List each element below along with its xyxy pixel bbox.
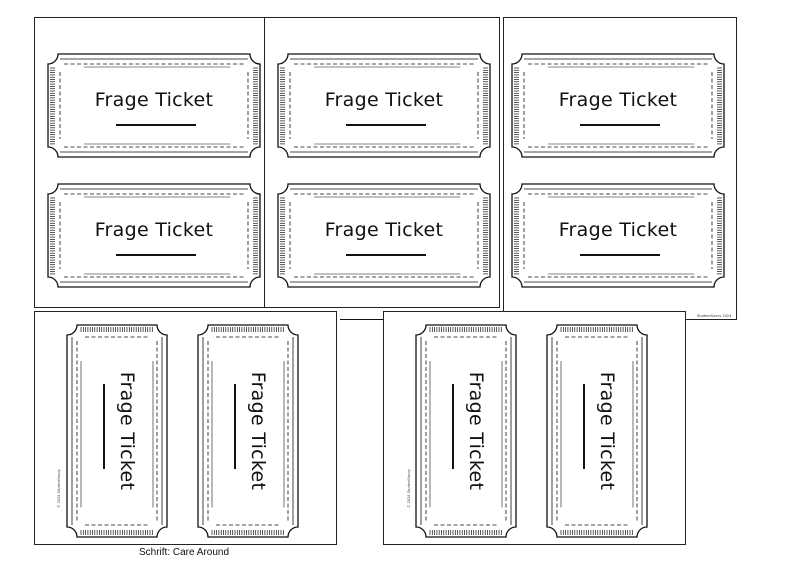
ticket-underline	[452, 384, 454, 470]
ticket-outline	[66, 324, 168, 538]
ticket-underline	[234, 384, 236, 470]
ticket-outline	[197, 324, 299, 538]
copyright-note-right: © 2024 StudentSavvy	[407, 469, 411, 508]
ticket-underline	[579, 124, 661, 127]
brand-note: StudentSavvy 2024	[697, 314, 732, 318]
ticket-label: Frage Ticket	[558, 219, 678, 242]
ticket-underline	[345, 124, 427, 127]
ticket-label: Frage Ticket	[596, 371, 618, 491]
ticket-label: Frage Ticket	[324, 89, 444, 112]
sheet-edge-line	[340, 319, 404, 320]
ticket-underline	[583, 384, 585, 470]
ticket-label: Frage Ticket	[94, 219, 214, 242]
question-ticket: Frage Ticket	[277, 183, 491, 288]
ticket-label: Frage Ticket	[94, 89, 214, 112]
ticket-label: Frage Ticket	[247, 371, 269, 491]
ticket-outline	[546, 324, 648, 538]
ticket-label: Frage Ticket	[324, 219, 444, 242]
ticket-outline	[47, 183, 261, 288]
question-ticket: Frage Ticket	[511, 53, 725, 158]
ticket-outline	[415, 324, 517, 538]
ticket-underline	[579, 254, 661, 257]
question-ticket: Frage Ticket	[197, 324, 299, 538]
ticket-outline	[277, 53, 491, 158]
question-ticket: Frage Ticket	[511, 183, 725, 288]
question-ticket: Frage Ticket	[47, 53, 261, 158]
ticket-outline	[511, 53, 725, 158]
ticket-outline	[277, 183, 491, 288]
ticket-label: Frage Ticket	[558, 89, 678, 112]
ticket-underline	[115, 254, 197, 257]
ticket-underline	[345, 254, 427, 257]
font-caption: Schrift: Care Around	[139, 547, 230, 558]
ticket-label: Frage Ticket	[116, 371, 138, 491]
question-ticket: Frage Ticket	[277, 53, 491, 158]
ticket-outline	[511, 183, 725, 288]
copyright-note-left: © 2024 StudentSavvy	[57, 469, 61, 508]
question-ticket: Frage Ticket	[415, 324, 517, 538]
ticket-underline	[115, 124, 197, 127]
question-ticket: Frage Ticket	[66, 324, 168, 538]
question-ticket: Frage Ticket	[546, 324, 648, 538]
ticket-label: Frage Ticket	[465, 371, 487, 491]
question-ticket: Frage Ticket	[47, 183, 261, 288]
ticket-underline	[103, 384, 105, 470]
ticket-outline	[47, 53, 261, 158]
